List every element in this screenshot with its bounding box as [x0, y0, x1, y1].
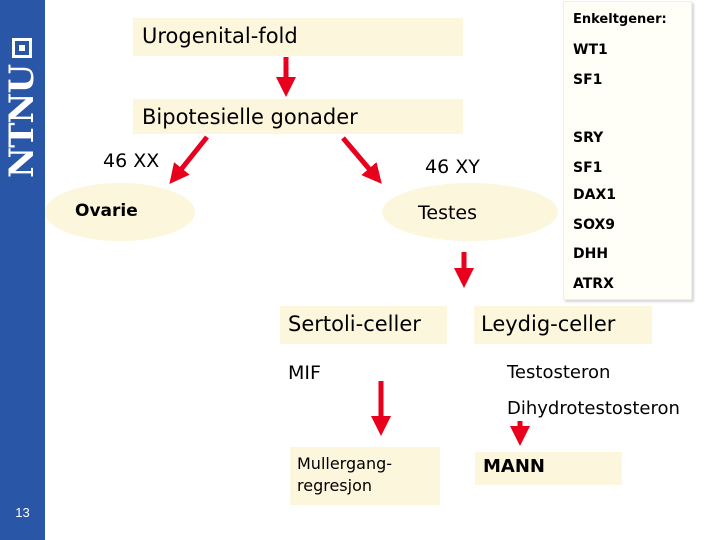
ntnu-logo: NTNU [0, 30, 45, 190]
karyotype-xx: 46 XX [103, 150, 160, 172]
leydig-box [474, 306, 652, 344]
gene-item: SOX9 [573, 217, 616, 233]
testes-ellipse [382, 183, 558, 241]
leydig-label: Leydig-celler [481, 312, 616, 336]
urogenital-box [133, 18, 463, 56]
muller-label-line1: Mullergang- [297, 454, 393, 473]
testes-label: Testes [418, 202, 478, 224]
logo-square-icon [12, 38, 32, 58]
mif-label: MIF [288, 362, 321, 384]
muller-box [290, 447, 440, 505]
gene-title: Enkeltgener: [573, 12, 667, 27]
urogenital-label: Urogenital-fold [142, 24, 298, 48]
ovarie-label: Ovarie [75, 201, 138, 221]
dihydrotestosteron-label: Dihydrotestosteron [507, 398, 680, 419]
gene-item: SRY [573, 130, 604, 146]
mann-label: MANN [483, 456, 545, 477]
bipotent-box [133, 99, 463, 134]
ovarie-ellipse [45, 183, 195, 241]
karyotype-xy: 46 XY [425, 156, 480, 178]
arrow-bipotent-to-ovarie [169, 135, 209, 185]
sertoli-label: Sertoli-celler [288, 312, 421, 336]
gene-item: WT1 [573, 42, 608, 58]
gene-item: DHH [573, 246, 609, 262]
sertoli-box [280, 306, 447, 344]
arrow-bipotent-to-testes [341, 136, 382, 184]
gene-item: SF1 [573, 72, 603, 88]
sidebar: NTNU 13 [0, 0, 45, 540]
mann-box [475, 452, 622, 485]
page-number: 13 [15, 505, 30, 520]
muller-label-line2: regresjon [297, 476, 373, 495]
gene-item: ATRX [573, 276, 614, 292]
gene-panel: Enkeltgener: WT1 SF1 SRY SF1 DAX1 SOX9 D… [563, 1, 692, 300]
testosteron-label: Testosteron [507, 362, 611, 383]
gene-item: DAX1 [573, 187, 616, 203]
gene-item: SF1 [573, 160, 603, 176]
bipotent-label: Bipotesielle gonader [142, 105, 358, 129]
